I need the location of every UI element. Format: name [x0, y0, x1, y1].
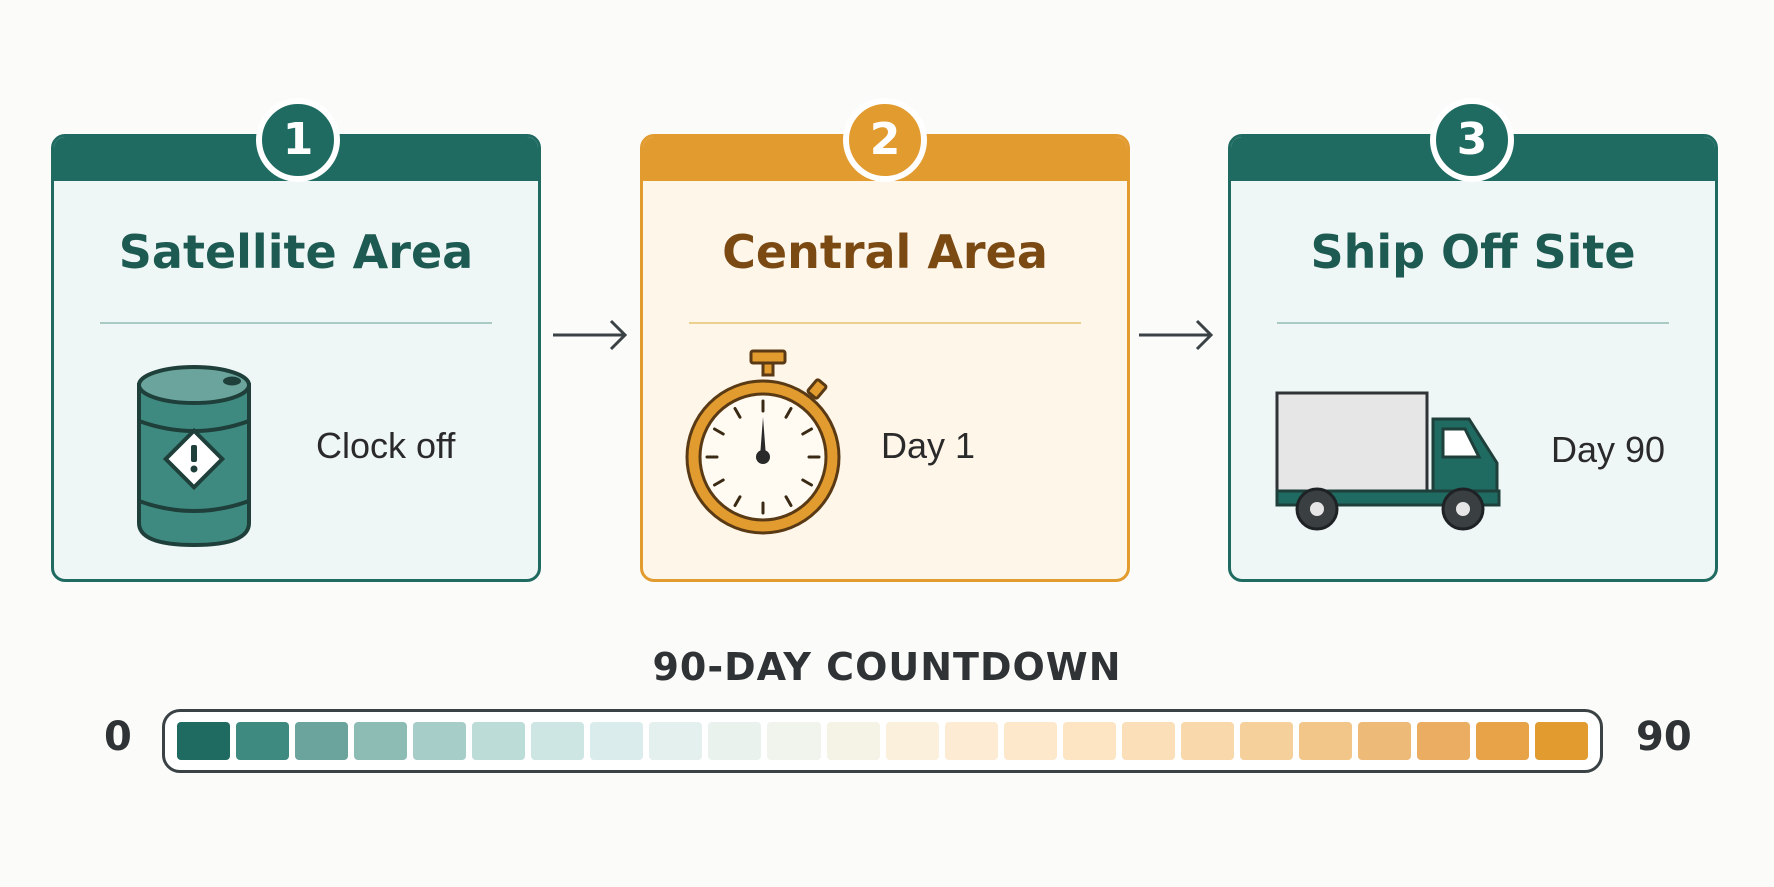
- card-title: Central Area: [722, 225, 1048, 279]
- countdown-segment: [767, 722, 821, 760]
- countdown-segment: [236, 722, 290, 760]
- countdown-segment: [1121, 722, 1175, 760]
- countdown-segment: [177, 722, 231, 760]
- arrow-right-icon: [1139, 319, 1214, 351]
- countdown-segment: [1416, 722, 1471, 760]
- countdown-segments: [177, 722, 1589, 760]
- countdown-segment: [708, 722, 762, 760]
- countdown-segment: [531, 722, 585, 760]
- step-card-ship-off-site: Ship Off Site Day 90: [1228, 134, 1718, 582]
- countdown-segment: [1180, 722, 1234, 760]
- countdown-segment: [885, 722, 939, 760]
- hazard-drum-icon: [137, 365, 251, 548]
- truck-icon: [1275, 391, 1501, 531]
- card-label: Day 90: [1551, 429, 1666, 470]
- countdown-start-label: 0: [104, 714, 132, 760]
- countdown-segment: [1476, 722, 1530, 760]
- countdown-title: 90-DAY COUNTDOWN: [652, 645, 1122, 689]
- countdown-segment: [295, 722, 349, 760]
- countdown-segment: [590, 722, 644, 760]
- card-title: Satellite Area: [118, 225, 474, 279]
- card-label: Clock off: [316, 425, 456, 466]
- countdown-segment: [944, 722, 998, 760]
- countdown-segment: [472, 722, 526, 760]
- countdown-segment: [1357, 722, 1411, 760]
- countdown-end-label: 90: [1636, 714, 1692, 760]
- countdown-segment: [1239, 722, 1293, 760]
- countdown-segment: [649, 722, 703, 760]
- step-number-badge: 1: [256, 98, 340, 182]
- stopwatch-icon: [685, 349, 841, 535]
- step-card-satellite-area: Satellite Area Clock off: [51, 134, 541, 582]
- countdown-segment: [413, 722, 467, 760]
- card-divider: [1277, 322, 1669, 324]
- countdown-track: [162, 709, 1603, 773]
- arrow-right-icon: [553, 319, 628, 351]
- card-divider: [100, 322, 492, 324]
- countdown-segment: [1003, 722, 1057, 760]
- countdown-segment: [1535, 722, 1589, 760]
- card-divider: [689, 322, 1081, 324]
- step-number-badge: 3: [1430, 98, 1514, 182]
- countdown-segment: [1298, 722, 1352, 760]
- countdown-segment: [826, 722, 880, 760]
- countdown-segment: [1062, 722, 1116, 760]
- step-card-central-area: Central Area Day 1: [640, 134, 1130, 582]
- step-number-badge: 2: [843, 98, 927, 182]
- card-label: Day 1: [881, 425, 976, 466]
- card-title: Ship Off Site: [1310, 225, 1636, 279]
- countdown-segment: [354, 722, 408, 760]
